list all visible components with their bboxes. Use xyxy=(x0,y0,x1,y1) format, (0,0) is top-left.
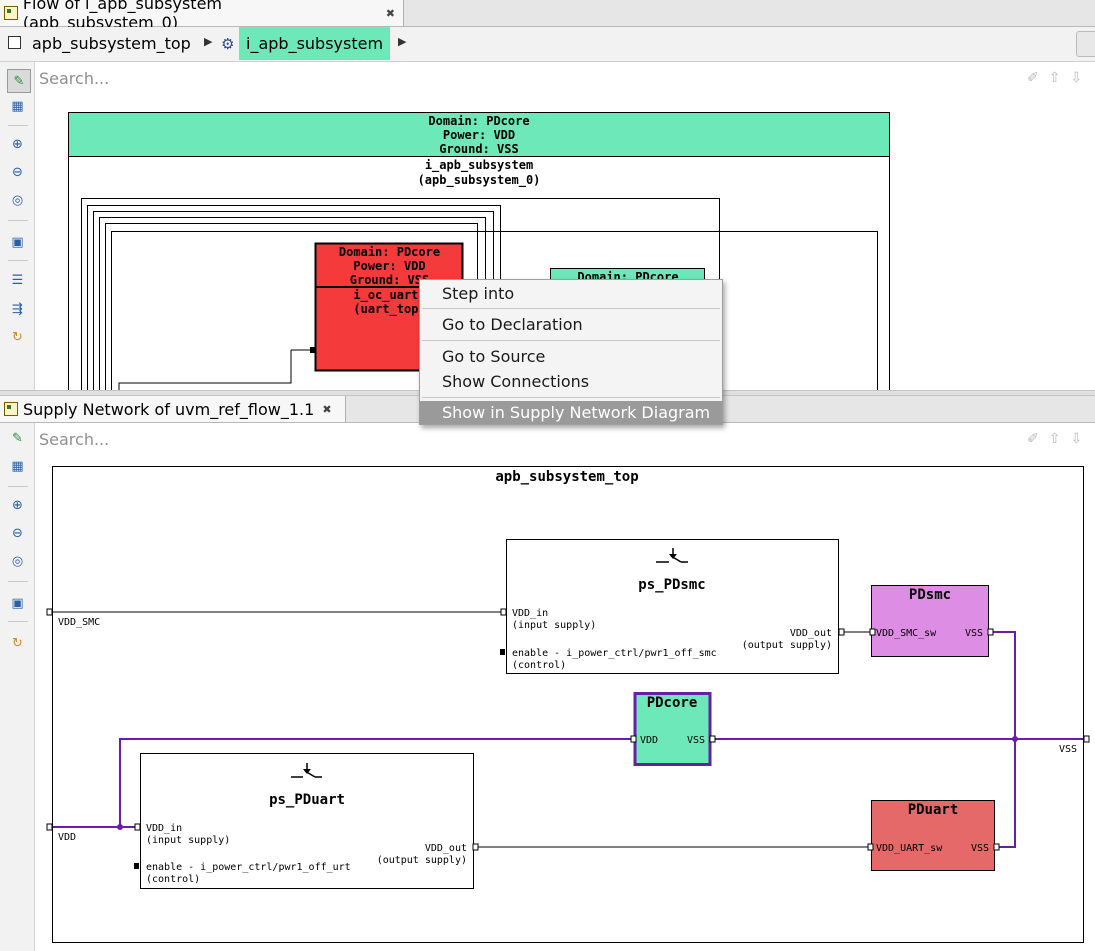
uart-block-label[interactable]: Domain: PDcore Power: VDD Ground: VSS i_… xyxy=(338,245,441,316)
switch-uart-enable-desc: (control) xyxy=(146,874,200,885)
menu-item-go-to-declaration[interactable]: Go to Declaration xyxy=(442,314,583,334)
supply-diagram-canvas[interactable]: apb_subsystem_top VDD_SMC VDD VSS ps_PDs… xyxy=(35,452,1095,951)
menu-separator xyxy=(422,340,720,341)
switch-smc-enable-desc: (control) xyxy=(512,660,566,671)
gear-chip-icon: ⚙ xyxy=(221,35,235,53)
edit-icon[interactable]: ✎ xyxy=(12,431,23,446)
domain-pduart-gnd: VSS xyxy=(971,843,989,854)
top-view-tabbar: Flow of i_apb_subsystem (apb_subsystem_0… xyxy=(0,0,1095,32)
port-vdd-smc: VDD_SMC xyxy=(58,617,100,628)
domain-pdcore-name: PDcore xyxy=(647,695,698,711)
flow-view-icon xyxy=(4,6,18,20)
layout-icon[interactable]: ▦ xyxy=(11,99,24,114)
switch-smc-name: ps_PDsmc xyxy=(638,577,705,593)
arrow-up-icon[interactable]: ⇧ xyxy=(1048,70,1061,86)
bottom-search-nav: ✐ ⇧ ⇩ xyxy=(1027,431,1082,447)
top-toolbar: ✎ ▦ ⊕ ⊖ ◎ ▣ ☰ ⇶ ↻ xyxy=(0,62,35,390)
arrow-up-icon[interactable]: ⇧ xyxy=(1048,431,1061,447)
clear-icon[interactable]: ✐ xyxy=(1027,431,1039,447)
switch-uart-name: ps_PDuart xyxy=(269,792,345,808)
port-vdd: VDD xyxy=(58,832,76,843)
switch-uart-in-port: VDD_in xyxy=(146,823,182,834)
zoom-in-icon[interactable]: ⊕ xyxy=(12,498,23,513)
switch-uart-in-desc: (input supply) xyxy=(146,835,230,846)
domain-pduart-in: VDD_UART_sw xyxy=(876,843,943,854)
top-search-nav: ✐ ⇧ ⇩ xyxy=(1027,70,1082,86)
expand-icon[interactable]: ⇶ xyxy=(12,302,23,317)
save-icon[interactable]: ▣ xyxy=(11,596,24,611)
port-vss: VSS xyxy=(1059,744,1077,755)
top-block-title: apb_subsystem_top xyxy=(495,469,638,485)
zoom-out-icon[interactable]: ⊖ xyxy=(12,526,23,541)
zoom-out-icon[interactable]: ⊖ xyxy=(12,165,23,180)
domain-pdsmc-gnd: VSS xyxy=(965,628,983,639)
refresh-icon[interactable]: ↻ xyxy=(12,330,23,345)
menu-item-go-to-source[interactable]: Go to Source xyxy=(442,346,546,366)
toolbar-separator xyxy=(8,486,28,487)
chip-icon xyxy=(8,36,21,49)
toolbar-separator xyxy=(8,125,28,126)
clear-icon[interactable]: ✐ xyxy=(1027,70,1039,86)
arrow-down-icon[interactable]: ⇩ xyxy=(1070,431,1083,447)
menu-item-show-connections[interactable]: Show Connections xyxy=(442,371,590,391)
toolbar-separator xyxy=(8,621,28,622)
tab-supply-title: Supply Network of uvm_ref_flow_1.1 xyxy=(23,399,315,419)
save-icon[interactable]: ▣ xyxy=(11,235,24,250)
menu-item-step-into[interactable]: Step into xyxy=(442,283,515,303)
switch-smc-enable: enable - i_power_ctrl/pwr1_off_smc xyxy=(512,648,717,659)
chevron-right-icon[interactable]: ▶ xyxy=(204,35,213,48)
zoom-in-icon[interactable]: ⊕ xyxy=(12,137,23,152)
switch-smc-in-desc: (input supply) xyxy=(512,620,596,631)
domain-pduart-name: PDuart xyxy=(908,802,959,818)
list-icon[interactable]: ☰ xyxy=(11,273,24,288)
menu-item-show-in-supply-network[interactable]: Show in Supply Network Diagram xyxy=(420,401,722,424)
supply-view-icon xyxy=(4,402,18,416)
switch-uart-out-desc: (output supply) xyxy=(377,855,467,866)
toolbar-separator xyxy=(8,581,28,582)
supply-diagram-svg: apb_subsystem_top VDD_SMC VDD VSS ps_PDs… xyxy=(46,466,1090,943)
tab-supply-network[interactable]: Supply Network of uvm_ref_flow_1.1 ✖ xyxy=(0,396,346,422)
switch-uart-enable: enable - i_power_ctrl/pwr1_off_urt xyxy=(146,862,351,873)
top-search-input[interactable]: Search... xyxy=(39,68,110,88)
view-menu-icon[interactable] xyxy=(1076,31,1095,57)
context-menu: Step into Go to Declaration Go to Source… xyxy=(419,279,723,425)
close-icon[interactable]: ✖ xyxy=(322,402,332,416)
bottom-search-input[interactable]: Search... xyxy=(39,429,110,449)
breadcrumb-label-current: i_apb_subsystem xyxy=(246,34,384,53)
switch-smc-out-port: VDD_out xyxy=(790,628,832,639)
layout-icon[interactable]: ▦ xyxy=(11,459,24,474)
switch-smc-in-port: VDD_in xyxy=(512,608,548,619)
tab-flow[interactable]: Flow of i_apb_subsystem (apb_subsystem_0… xyxy=(0,0,404,32)
domain-header-label: Domain: PDcore Power: VDD Ground: VSS xyxy=(428,114,530,156)
arrow-down-icon[interactable]: ⇩ xyxy=(1070,70,1083,86)
breadcrumb-item-top[interactable]: apb_subsystem_top xyxy=(32,34,191,53)
switch-smc-out-desc: (output supply) xyxy=(742,640,832,651)
domain-pdcore-gnd: VSS xyxy=(687,735,705,746)
breadcrumb: apb_subsystem_top ▶ ⚙ i_apb_subsystem ▶ xyxy=(0,27,1095,62)
chevron-right-icon[interactable]: ▶ xyxy=(398,35,407,48)
menu-separator xyxy=(422,397,720,398)
bottom-toolbar: ✎ ▦ ⊕ ⊖ ◎ ▣ ↻ xyxy=(0,423,35,951)
domain-pdsmc-name: PDsmc xyxy=(909,587,951,603)
zoom-fit-icon[interactable]: ◎ xyxy=(11,554,24,569)
menu-separator xyxy=(422,308,720,309)
instance-label: i_apb_subsystem (apb_subsystem_0) xyxy=(417,158,541,187)
toolbar-separator xyxy=(8,220,28,221)
domain-pdsmc-in: VDD_SMC_sw xyxy=(876,628,937,639)
zoom-fit-icon[interactable]: ◎ xyxy=(11,193,24,208)
toolbar-separator xyxy=(8,260,28,261)
close-icon[interactable]: ✖ xyxy=(385,6,395,20)
switch-uart-out-port: VDD_out xyxy=(425,843,467,854)
edit-icon[interactable]: ✎ xyxy=(7,69,31,93)
domain-pdcore-in: VDD xyxy=(640,735,658,746)
breadcrumb-item-current[interactable]: ⚙ i_apb_subsystem xyxy=(221,27,390,60)
refresh-icon[interactable]: ↻ xyxy=(12,636,23,651)
